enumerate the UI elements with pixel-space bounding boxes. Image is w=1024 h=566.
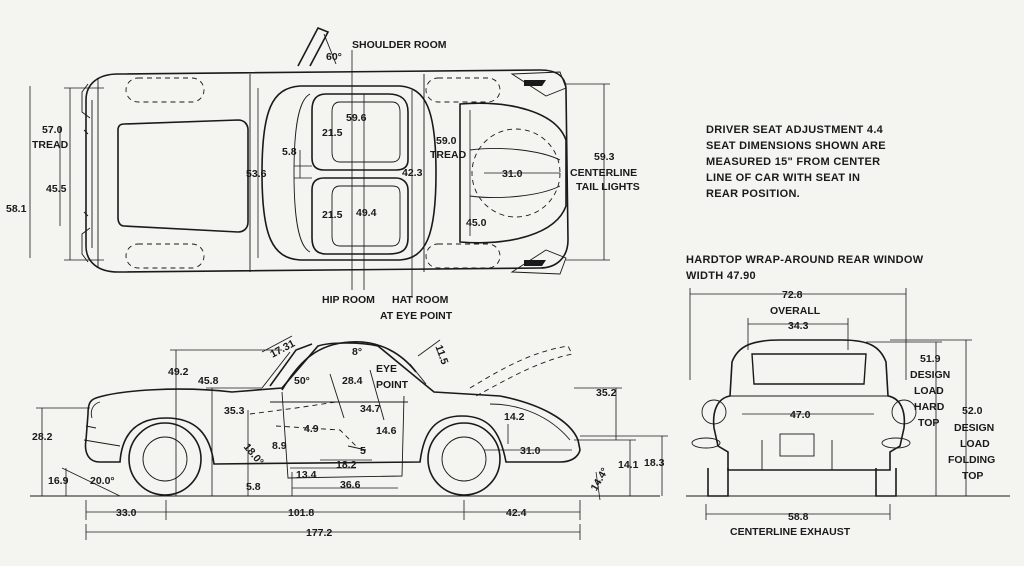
- side-view: [30, 335, 668, 540]
- side-approach-height: 16.9: [48, 475, 69, 487]
- top-tail-lights-label-1: CENTERLINE: [570, 167, 637, 179]
- top-windshield-angle: 60°: [326, 51, 342, 63]
- top-seat-depth-top: 21.5: [322, 127, 343, 139]
- top-cockpit: [261, 85, 437, 261]
- top-seat-depth-bottom: 21.5: [322, 209, 343, 221]
- top-hip-room-label: HIP ROOM: [322, 294, 375, 306]
- side-eye-point-2: POINT: [376, 379, 409, 391]
- rear-folding-height: 52.0: [962, 405, 983, 417]
- side-deck-height: 35.2: [596, 387, 617, 399]
- top-hat-room-label-2: AT EYE POINT: [380, 310, 453, 322]
- side-front-overhang: 33.0: [116, 507, 137, 519]
- top-trunk-depth: 45.0: [466, 217, 487, 229]
- rear-exhaust-label: CENTERLINE EXHAUST: [730, 526, 851, 538]
- side-body-outline: [84, 342, 581, 465]
- side-eye-line: 34.7: [360, 403, 381, 415]
- driver-seat-note-line-3: MEASURED 15" FROM CENTER: [706, 156, 880, 168]
- rear-hardtop-label-4: TOP: [918, 417, 939, 429]
- rear-window-width: 34.3: [788, 320, 809, 332]
- side-knee-height: 8.9: [272, 440, 287, 452]
- side-departure-angle: 14.4°: [588, 466, 611, 493]
- rear-body-outline: [712, 339, 906, 471]
- top-body-width: 53.6: [246, 168, 267, 180]
- rear-folding-label-4: TOP: [962, 470, 983, 482]
- rear-folding-label-1: DESIGN: [954, 422, 994, 434]
- side-eye-point-1: EYE: [376, 363, 397, 375]
- side-ground-clearance: 5.8: [246, 481, 261, 493]
- side-cowl-height: 45.8: [198, 375, 219, 387]
- side-pedal-reach: 36.6: [340, 479, 361, 491]
- side-bumper-height: 18.3: [644, 457, 665, 469]
- top-seat-width-top: 59.6: [346, 112, 367, 124]
- top-trunk-width: 31.0: [502, 168, 523, 180]
- top-rear-tread-value: 59.0: [436, 135, 457, 147]
- top-hip-room-value: 49.4: [356, 207, 377, 219]
- hardtop-note-line-1: HARDTOP WRAP-AROUND REAR WINDOW: [686, 254, 924, 266]
- driver-seat-note-line-5: REAR POSITION.: [706, 188, 800, 200]
- side-approach-angle: 20.0°: [90, 475, 115, 487]
- side-front-wheel: [128, 422, 202, 496]
- top-shoulder-room-label: SHOULDER ROOM: [352, 39, 447, 51]
- rear-hardtop-label-2: LOAD: [914, 385, 944, 397]
- side-overall-height: 49.2: [168, 366, 189, 378]
- side-body-height: 28.2: [32, 431, 53, 443]
- side-legroom: 13.4: [296, 469, 317, 481]
- side-windshield-height: 11.5: [432, 343, 450, 366]
- top-inner-width: 45.5: [46, 183, 67, 195]
- rear-body-width: 47.0: [790, 409, 811, 421]
- side-windshield-angle: 50°: [294, 375, 310, 387]
- rear-folding-label-2: LOAD: [960, 438, 990, 450]
- side-heel-height: 5: [360, 445, 366, 457]
- top-front-tread-value: 57.0: [42, 124, 63, 136]
- side-head-room: 28.4: [342, 375, 363, 387]
- rear-hardtop-label-1: DESIGN: [910, 369, 950, 381]
- top-hat-room-label-1: HAT ROOM: [392, 294, 449, 306]
- side-rear-overhang: 42.4: [506, 507, 527, 519]
- top-seat-lower: [311, 177, 409, 255]
- top-seat-upper: [311, 93, 409, 171]
- rear-hardtop-label-3: HARD: [914, 401, 945, 413]
- driver-seat-note-line-4: LINE OF CAR WITH SEAT IN: [706, 172, 860, 184]
- side-hip-height: 14.6: [376, 425, 397, 437]
- side-hip-offset: 4.9: [304, 423, 319, 435]
- top-overall-width: 58.1: [6, 203, 27, 215]
- top-view: [29, 26, 610, 298]
- side-rear-height: 14.1: [618, 459, 639, 471]
- hardtop-note-line-2: WIDTH 47.90: [686, 270, 756, 282]
- top-seat-offset: 5.8: [282, 146, 297, 158]
- side-overall-length: 177.2: [306, 527, 332, 539]
- side-seat-depth: 18.2: [336, 459, 357, 471]
- rear-folding-label-3: FOLDING: [948, 454, 995, 466]
- rear-exhaust-width: 58.8: [788, 511, 809, 523]
- side-wheelbase: 101.8: [288, 507, 314, 519]
- side-trunk-height: 14.2: [504, 411, 525, 423]
- rear-overall-width: 72.8: [782, 289, 803, 301]
- driver-seat-note-line-1: DRIVER SEAT ADJUSTMENT 4.4: [706, 124, 884, 136]
- side-rear-wheel: [427, 422, 501, 496]
- side-rear-overhang-width: 31.0: [520, 445, 541, 457]
- side-seat-back: 35.3: [224, 405, 245, 417]
- rear-overall-label: OVERALL: [770, 305, 821, 317]
- top-front-tread-label: TREAD: [32, 139, 69, 151]
- top-hat-room-value: 42.3: [402, 167, 423, 179]
- top-tail-lights-label-2: TAIL LIGHTS: [576, 181, 640, 193]
- top-rear-tread-label: TREAD: [430, 149, 467, 161]
- rear-hardtop-height: 51.9: [920, 353, 941, 365]
- driver-seat-note-line-2: SEAT DIMENSIONS SHOWN ARE: [706, 140, 886, 152]
- rear-view: [686, 288, 1010, 520]
- top-tail-lights-value: 59.3: [594, 151, 615, 163]
- side-top-angle: 8°: [352, 346, 362, 358]
